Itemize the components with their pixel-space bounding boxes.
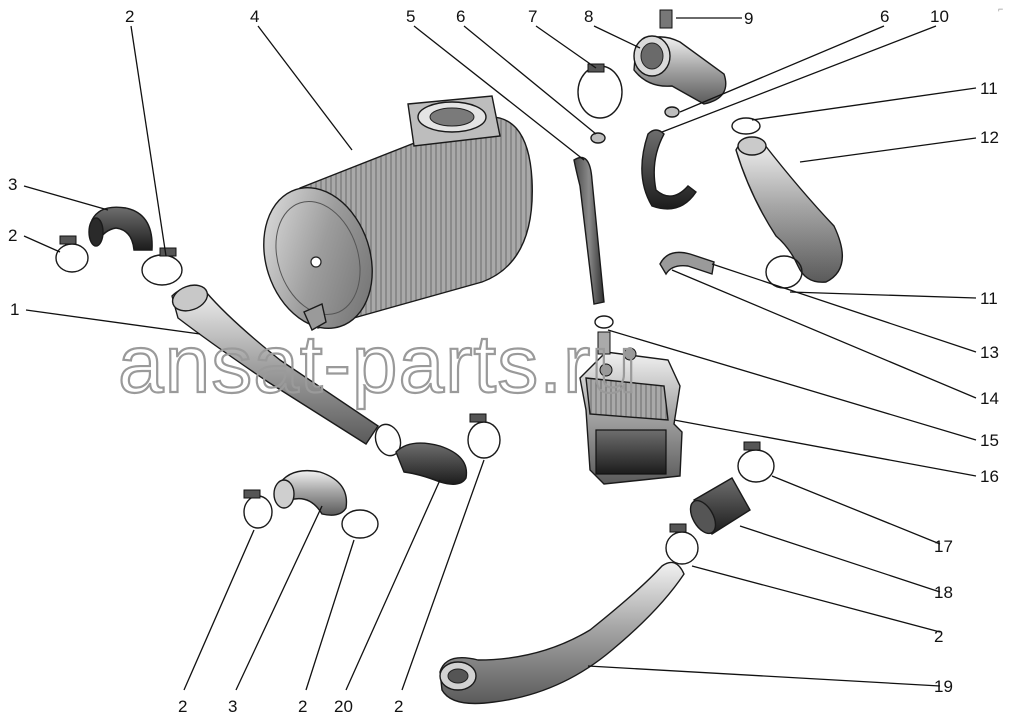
- label-12: 12: [980, 128, 999, 147]
- hose-clamp-20: [467, 413, 501, 459]
- lower-pipe: [439, 561, 685, 705]
- label-20: 20: [334, 697, 353, 716]
- tee-fitting: [633, 9, 727, 105]
- curved-hose: [641, 129, 697, 210]
- upper-intake-pipe: [731, 117, 843, 289]
- air-compressor: [579, 315, 683, 485]
- rubber-elbow-20: [395, 442, 468, 485]
- label-2-bottom-2: 2: [298, 697, 307, 716]
- label-17: 17: [934, 537, 953, 556]
- label-18: 18: [934, 583, 953, 602]
- label-1: 1: [10, 300, 19, 319]
- label-8: 8: [584, 7, 593, 26]
- label-15: 15: [980, 431, 999, 450]
- label-2-right: 2: [934, 627, 943, 646]
- label-3-bottom: 3: [228, 697, 237, 716]
- label-2-bottom-3: 2: [394, 697, 403, 716]
- label-11-bottom: 11: [980, 289, 998, 308]
- label-4: 4: [250, 7, 259, 26]
- watermark-text: ansat-parts.ru: [118, 319, 638, 410]
- hose-clamp-pipe-end: [374, 423, 402, 457]
- label-5: 5: [406, 7, 415, 26]
- label-11-top: 11: [980, 79, 998, 98]
- corner-mark: ⌐: [998, 4, 1003, 14]
- rubber-sleeve-18: [689, 477, 751, 535]
- small-clamp-6-a: [590, 132, 606, 144]
- hose-clamp-7: [577, 63, 623, 119]
- callout-labels: 2 3 2 1 4 5 6 7 8 9 6 10 11 12 11 13 14 …: [8, 7, 999, 716]
- small-clamp-6-b: [664, 106, 680, 118]
- hose-sleeve-lower: [341, 509, 379, 539]
- rubber-elbow-upper: [88, 206, 153, 251]
- label-19: 19: [934, 677, 953, 696]
- label-16: 16: [980, 467, 999, 486]
- intake-pipe: [171, 284, 379, 445]
- label-2-bottom-1: 2: [178, 697, 187, 716]
- label-3-left: 3: [8, 175, 17, 194]
- hose-clamp-17: [737, 441, 775, 483]
- air-filter-housing: [263, 95, 533, 331]
- label-2-top: 2: [125, 7, 134, 26]
- label-2-left: 2: [8, 226, 17, 245]
- long-hose: [573, 156, 605, 305]
- label-13: 13: [980, 343, 999, 362]
- hose-clamp-upper-left: [55, 235, 89, 273]
- metal-elbow-lower: [273, 469, 348, 516]
- parts: [55, 9, 843, 705]
- label-7: 7: [528, 7, 537, 26]
- leader-lines: [23, 17, 977, 691]
- label-9: 9: [744, 9, 753, 28]
- small-tube: [659, 251, 715, 276]
- hose-clamp-top: [141, 247, 183, 286]
- hose-clamp-19: [665, 523, 699, 565]
- label-6-a: 6: [456, 7, 465, 26]
- hose-clamp-lower-left: [243, 489, 273, 529]
- label-10: 10: [930, 7, 949, 26]
- label-6-b: 6: [880, 7, 889, 26]
- label-14: 14: [980, 389, 999, 408]
